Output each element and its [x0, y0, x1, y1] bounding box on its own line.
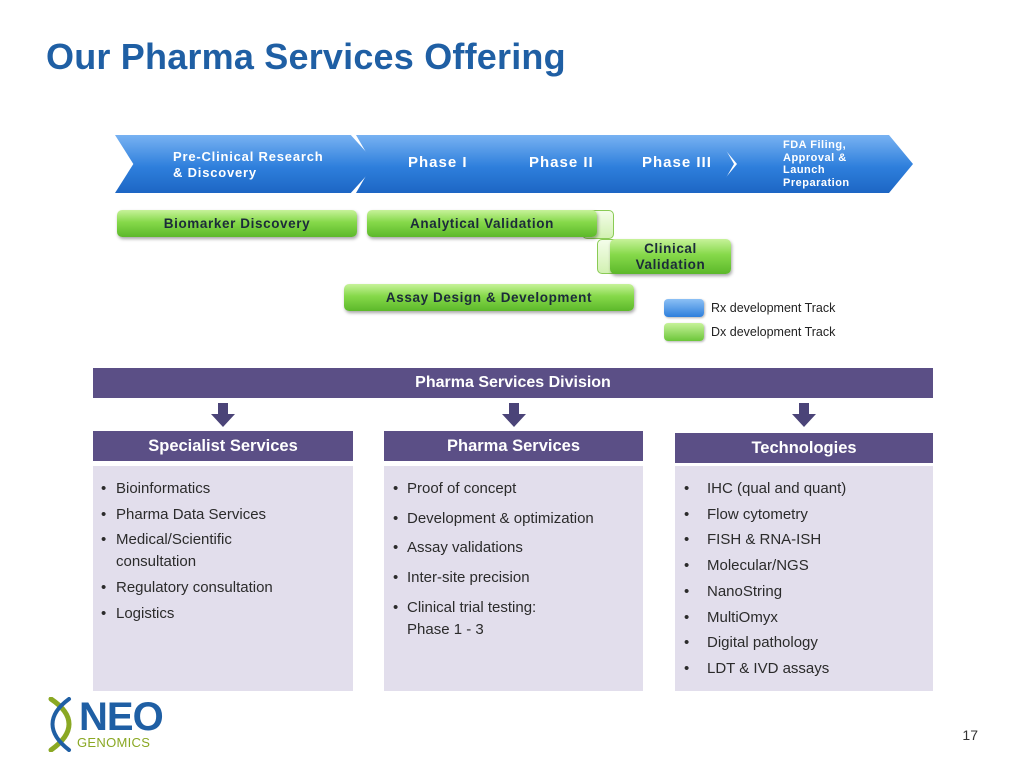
phase-label-phase2: Phase II: [529, 154, 594, 171]
phase-chevron-fda: FDA Filing, Approval & Launch Preparatio…: [713, 135, 913, 193]
bullet: •: [684, 557, 690, 574]
phase-label-phase3: Phase III: [642, 154, 712, 171]
legend-rx-label: Rx development Track: [711, 301, 836, 315]
list-item: Bioinformatics: [116, 480, 211, 497]
down-arrow-icon: [792, 403, 816, 427]
phase-label-preclinical: Pre-Clinical Research & Discovery: [173, 149, 324, 180]
page-number: 17: [962, 727, 978, 743]
helix-icon: [48, 697, 72, 752]
phase-label-fda: FDA Filing, Approval & Launch Preparatio…: [783, 139, 850, 189]
list-item: Assay validations: [407, 539, 523, 556]
company-logo: NEO GENOMICS: [45, 695, 185, 752]
phase-label-phase1: Phase I: [408, 154, 468, 171]
dx-bar-biomarker-discovery: Biomarker Discovery: [117, 210, 357, 237]
list-item: Flow cytometry: [707, 506, 808, 523]
column-header-pharma: Pharma Services: [384, 431, 643, 461]
bullet: •: [393, 510, 399, 527]
column-body-technologies: • IHC (qual and quant) • Flow cytometry …: [675, 466, 933, 691]
list-item: IHC (qual and quant): [707, 480, 847, 497]
legend-dx-label: Dx development Track: [711, 325, 836, 339]
dx-bar-clinical-validation: Clinical Validation: [610, 239, 731, 274]
column-header-specialist: Specialist Services: [93, 431, 353, 461]
logo-main-text: NEO: [79, 695, 164, 739]
bullet: •: [684, 583, 690, 600]
column-header-technologies: Technologies: [675, 433, 933, 463]
dx-bar-analytical-validation: Analytical Validation: [367, 210, 597, 237]
list-item: Inter-site precision: [407, 569, 530, 586]
phase-chevron-phase2: Phase II: [475, 135, 615, 193]
bullet: •: [393, 480, 399, 497]
list-item: Molecular/NGS: [707, 557, 809, 574]
list-item: FISH & RNA-ISH: [707, 531, 822, 548]
list-item: Proof of concept: [407, 480, 517, 497]
list-item: Development & optimization: [407, 510, 594, 527]
down-arrow-icon: [211, 403, 235, 427]
logo-sub-text: GENOMICS: [77, 735, 151, 750]
down-arrow-icon: [502, 403, 526, 427]
bullet: •: [101, 531, 107, 548]
list-item: Digital pathology: [707, 634, 818, 651]
legend-dx-swatch: [664, 323, 704, 341]
bullet: •: [684, 506, 690, 523]
bullet: •: [393, 539, 399, 556]
list-item: Logistics: [116, 605, 175, 622]
bullet: •: [393, 569, 399, 586]
list-item: NanoString: [707, 583, 783, 600]
list-item: Medical/Scientific: [116, 531, 232, 548]
list-item: Clinical trial testing:: [407, 599, 537, 616]
bullet: •: [101, 579, 107, 596]
list-item: Regulatory consultation: [116, 579, 273, 596]
bullet: •: [684, 609, 690, 626]
phase-chevron-preclinical: Pre-Clinical Research & Discovery: [115, 135, 377, 193]
bullet: •: [393, 599, 399, 616]
page-title: Our Pharma Services Offering: [46, 36, 566, 77]
legend-rx-swatch: [664, 299, 704, 317]
phase-chevron-phase3: Phase III: [594, 135, 734, 193]
list-item-continuation: Phase 1 - 3: [407, 621, 484, 638]
bullet: •: [101, 506, 107, 523]
phase-chevron-phase1: Phase I: [356, 135, 496, 193]
division-header: Pharma Services Division: [93, 368, 933, 398]
list-item: LDT & IVD assays: [707, 660, 830, 677]
column-body-pharma: • Proof of concept • Development & optim…: [384, 466, 643, 691]
dx-bar-assay-design: Assay Design & Development: [344, 284, 634, 311]
bullet: •: [101, 480, 107, 497]
bullet: •: [684, 531, 690, 548]
bullet: •: [101, 605, 107, 622]
bullet: •: [684, 660, 690, 677]
column-body-specialist: • Bioinformatics • Pharma Data Services …: [93, 466, 353, 691]
list-item-continuation: consultation: [116, 553, 197, 570]
list-item: MultiOmyx: [707, 609, 778, 626]
bullet: •: [684, 480, 690, 497]
bullet: •: [684, 634, 690, 651]
list-item: Pharma Data Services: [116, 506, 267, 523]
